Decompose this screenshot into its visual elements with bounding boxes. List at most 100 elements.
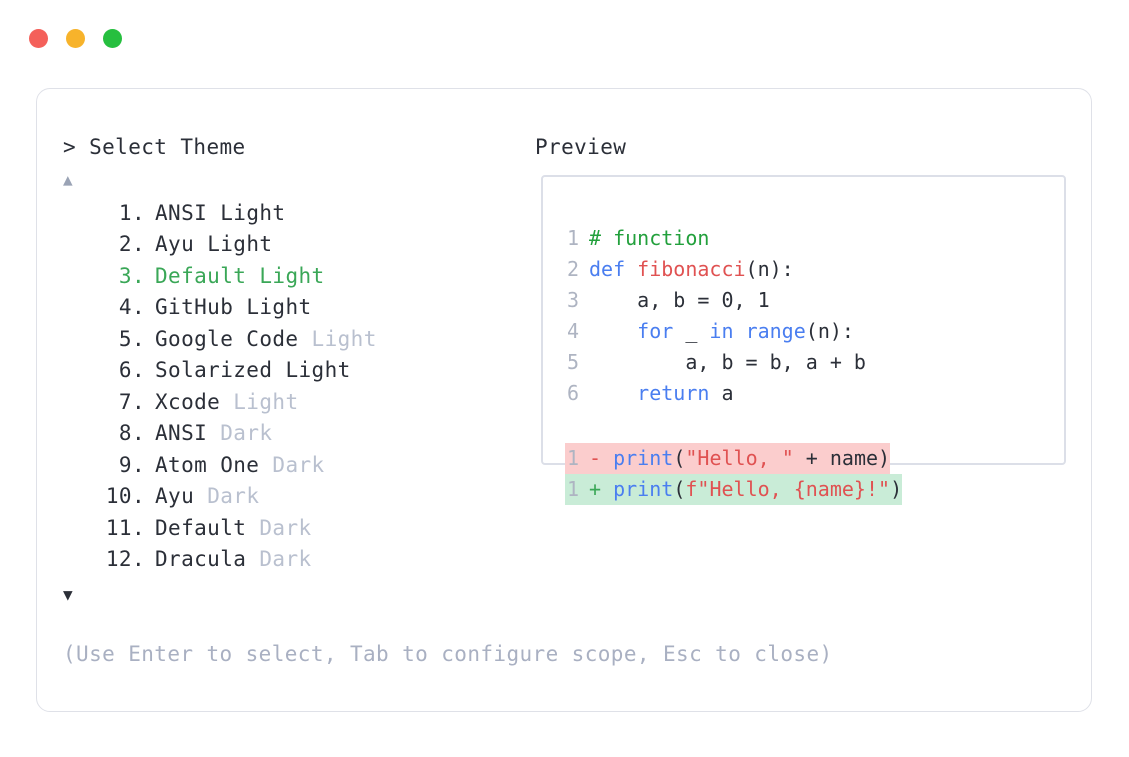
code-token: for bbox=[637, 319, 674, 343]
theme-item-name: Default bbox=[155, 263, 247, 288]
code-line: 6 return a bbox=[565, 378, 866, 409]
theme-list-item[interactable]: 12.Dracula Dark bbox=[37, 544, 507, 576]
theme-item-variant: Dark bbox=[220, 421, 273, 446]
selection-bullet-slot bbox=[63, 237, 77, 251]
code-token: "Hello, " bbox=[685, 446, 794, 470]
code-token bbox=[734, 319, 746, 343]
theme-item-variant: Dark bbox=[207, 484, 260, 509]
theme-list-item[interactable]: 3.Default Light bbox=[37, 260, 507, 292]
theme-item-label: ANSI Light bbox=[155, 201, 285, 225]
code-token: range bbox=[745, 319, 806, 343]
code-token: f"Hello, {name}!" bbox=[685, 477, 891, 501]
code-token: + name) bbox=[793, 446, 891, 470]
selection-bullet-slot bbox=[63, 269, 77, 283]
theme-item-variant: Dark bbox=[259, 547, 312, 572]
code-token: print bbox=[613, 446, 674, 470]
scroll-up-icon[interactable]: ▲ bbox=[63, 170, 73, 189]
close-button[interactable] bbox=[29, 29, 48, 48]
selection-bullet-slot bbox=[63, 552, 77, 566]
theme-item-index: 9. bbox=[118, 452, 145, 477]
theme-item-index: 4. bbox=[118, 295, 145, 320]
code-token: in bbox=[709, 319, 734, 343]
page-title: > Select Theme bbox=[63, 135, 246, 159]
theme-item-label: Atom One Dark bbox=[155, 453, 325, 477]
theme-item-label: Ayu Dark bbox=[155, 484, 259, 508]
scroll-down-icon[interactable]: ▼ bbox=[63, 585, 73, 604]
theme-item-label: Default Dark bbox=[155, 516, 312, 540]
line-number: 1 bbox=[566, 477, 579, 501]
theme-item-name: ANSI bbox=[155, 200, 208, 225]
theme-item-name: Xcode bbox=[155, 389, 221, 414]
theme-list-item[interactable]: 8.ANSI Dark bbox=[37, 418, 507, 450]
diff-marker: - bbox=[589, 446, 614, 470]
theme-item-variant: Light bbox=[207, 232, 273, 257]
theme-item-index: 2. bbox=[118, 232, 145, 257]
theme-list-item[interactable]: 2. Ayu Light bbox=[37, 229, 507, 261]
selection-bullet-slot bbox=[63, 332, 77, 346]
theme-item-name: Ayu bbox=[155, 232, 195, 257]
code-token: (n): bbox=[745, 257, 794, 281]
theme-item-name: GitHub bbox=[155, 295, 234, 320]
theme-item-variant: Light bbox=[311, 326, 377, 351]
theme-list-item[interactable]: 10. Ayu Dark bbox=[37, 481, 507, 513]
code-token: return bbox=[637, 381, 710, 405]
theme-item-label: Solarized Light bbox=[155, 358, 351, 382]
theme-item-index: 6. bbox=[118, 358, 145, 383]
theme-item-variant: Light bbox=[285, 358, 351, 383]
theme-item-variant: Light bbox=[233, 389, 299, 414]
code-token: a, b = b, a + b bbox=[589, 350, 866, 374]
selection-bullet-slot bbox=[63, 363, 77, 377]
theme-item-label: Ayu Light bbox=[155, 232, 272, 256]
theme-list-item[interactable]: 9. Atom One Dark bbox=[37, 449, 507, 481]
theme-list-item[interactable]: 1.ANSI Light bbox=[37, 197, 507, 229]
code-line: 3 a, b = 0, 1 bbox=[565, 285, 866, 316]
code-token: (n): bbox=[805, 319, 854, 343]
code-token: fibonacci bbox=[637, 257, 746, 281]
code-token: ) bbox=[890, 477, 903, 501]
code-token: ( bbox=[673, 446, 686, 470]
code-line: 1 # function bbox=[565, 223, 866, 254]
theme-item-index: 8. bbox=[118, 421, 145, 446]
window-controls bbox=[29, 29, 122, 48]
theme-list-item[interactable]: 7.Xcode Light bbox=[37, 386, 507, 418]
line-number: 3 bbox=[566, 288, 579, 312]
theme-list-item[interactable]: 5.Google Code Light bbox=[37, 323, 507, 355]
code-line: 5 a, b = b, a + b bbox=[565, 347, 866, 378]
code-token: # function bbox=[589, 226, 710, 250]
selection-bullet-slot bbox=[63, 521, 77, 535]
minimize-button[interactable] bbox=[66, 29, 85, 48]
theme-list-item[interactable]: 6. Solarized Light bbox=[37, 355, 507, 387]
line-number: 5 bbox=[566, 350, 579, 374]
theme-list-item[interactable]: 4. GitHub Light bbox=[37, 292, 507, 324]
line-number: 1 bbox=[566, 446, 579, 470]
theme-item-label: Xcode Light bbox=[155, 390, 298, 414]
line-number: 1 bbox=[566, 226, 579, 250]
line-number: 2 bbox=[566, 257, 579, 281]
maximize-button[interactable] bbox=[103, 29, 122, 48]
theme-item-name: Google Code bbox=[155, 326, 299, 351]
theme-item-variant: Light bbox=[220, 200, 286, 225]
theme-item-variant: Light bbox=[246, 295, 312, 320]
selection-bullet-slot bbox=[63, 458, 77, 472]
theme-item-name: Ayu bbox=[155, 484, 195, 509]
code-token: ( bbox=[673, 477, 686, 501]
theme-item-label: Dracula Dark bbox=[155, 547, 312, 571]
theme-item-label: GitHub Light bbox=[155, 295, 312, 319]
theme-item-index: 10. bbox=[105, 484, 145, 509]
diff-marker: + bbox=[589, 477, 614, 501]
line-number: 4 bbox=[566, 319, 579, 343]
theme-item-label: Google Code Light bbox=[155, 327, 377, 351]
diff-line-add: 1+ print(f"Hello, {name}!") bbox=[565, 474, 903, 505]
theme-list-item[interactable]: 11.Default Dark bbox=[37, 512, 507, 544]
theme-item-label: Default Light bbox=[155, 264, 325, 288]
code-token: def bbox=[589, 257, 638, 281]
selection-bullet-slot bbox=[63, 489, 77, 503]
code-line: 2 def fibonacci(n): bbox=[565, 254, 866, 285]
code-token bbox=[589, 381, 637, 405]
code-token: a bbox=[709, 381, 734, 405]
theme-item-name: Solarized bbox=[155, 358, 273, 383]
keyboard-hint: (Use Enter to select, Tab to configure s… bbox=[63, 642, 833, 666]
